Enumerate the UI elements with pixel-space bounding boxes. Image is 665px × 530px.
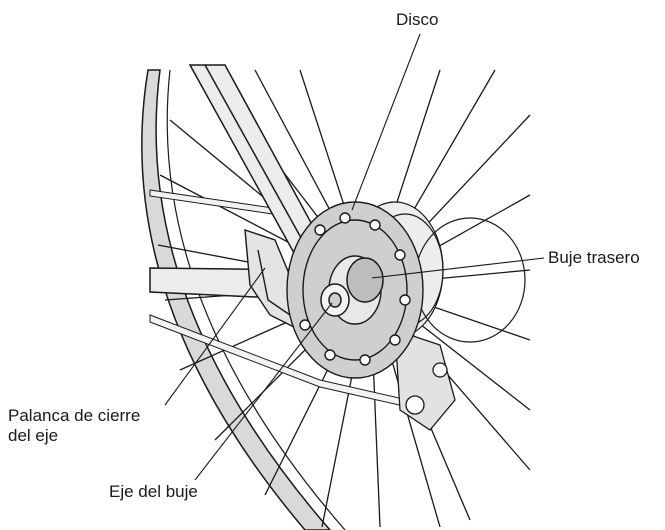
leader-disco bbox=[352, 34, 420, 210]
label-palanca-de-cierre: Palanca de cierre del eje bbox=[8, 406, 140, 446]
label-palanca-line1: Palanca de cierre bbox=[8, 406, 140, 426]
label-buje-trasero: Buje trasero bbox=[548, 248, 640, 268]
label-eje-del-buje: Eje del buje bbox=[109, 482, 198, 502]
label-disco: Disco bbox=[396, 10, 439, 30]
label-palanca-line2: del eje bbox=[8, 426, 140, 446]
